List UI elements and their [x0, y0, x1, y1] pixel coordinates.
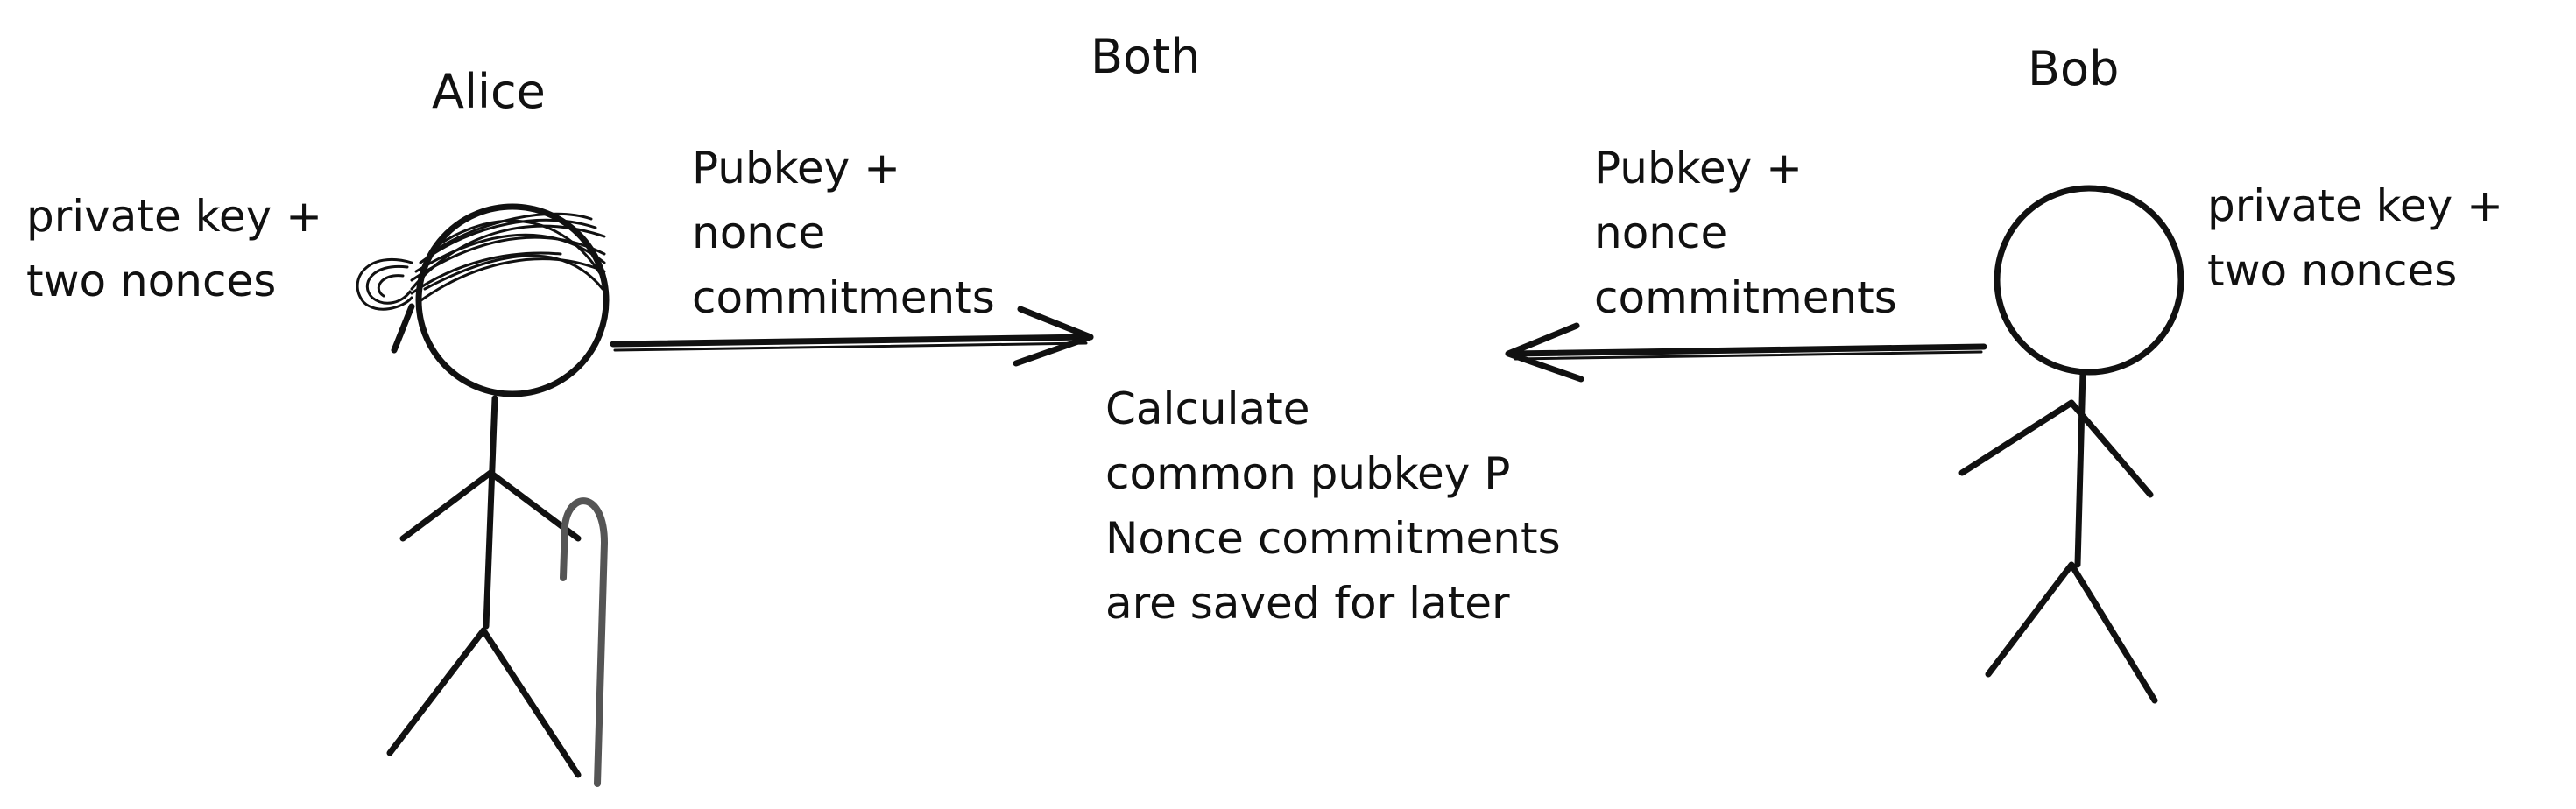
bob-message-line: commitments: [1594, 272, 1897, 323]
both-result-note: Calculate common pubkey P Nonce commitme…: [1105, 376, 1561, 636]
alice-figure: [356, 203, 610, 787]
both-result-line: Calculate: [1105, 383, 1310, 434]
alice-to-both-arrow: [610, 306, 1094, 367]
alice-message-note: Pubkey + nonce commitments: [692, 136, 995, 330]
alice-message-line: nonce: [692, 208, 826, 258]
bob-to-both-arrow: [1505, 322, 1987, 383]
alice-secret-note: private key + two nonces: [26, 184, 322, 313]
alice-head: [415, 203, 610, 397]
alice-cane: [560, 497, 609, 787]
both-label: Both: [1090, 29, 1201, 84]
bob-secret-note: private key + two nonces: [2207, 173, 2503, 303]
bob-secret-line: private key +: [2207, 180, 2503, 231]
alice-bun: [356, 257, 413, 311]
bob-figure: [1958, 185, 2184, 704]
bob-secret-line: two nonces: [2207, 245, 2458, 296]
both-result-line: are saved for later: [1105, 578, 1510, 629]
bob-legs: [1985, 561, 2158, 704]
bob-head: [1994, 185, 2184, 376]
alice-body: [483, 395, 498, 630]
alice-message-line: commitments: [692, 272, 995, 323]
alice-hair-strand: [391, 303, 415, 354]
alice-message-line: Pubkey +: [692, 143, 901, 193]
bob-arrow-shaft: [1507, 343, 1987, 357]
alice-secret-line: private key +: [26, 191, 322, 242]
bob-message-line: Pubkey +: [1594, 143, 1803, 193]
alice-legs: [386, 627, 582, 778]
bob-body: [2074, 369, 2086, 568]
bob-message-line: nonce: [1594, 208, 1728, 258]
bob-label: Bob: [2028, 41, 2120, 96]
alice-arms: [399, 469, 582, 542]
bob-arms: [1958, 399, 2154, 498]
bob-arrow-head: [1505, 322, 1584, 383]
alice-arrow-head: [1013, 306, 1094, 367]
alice-secret-line: two nonces: [26, 256, 277, 306]
both-result-line: Nonce commitments: [1105, 513, 1561, 564]
bob-message-note: Pubkey + nonce commitments: [1594, 136, 1897, 330]
both-result-line: common pubkey P: [1105, 448, 1511, 499]
alice-arrow-shaft: [610, 334, 1094, 348]
alice-label: Alice: [432, 64, 546, 119]
alice-hair: [410, 212, 606, 304]
